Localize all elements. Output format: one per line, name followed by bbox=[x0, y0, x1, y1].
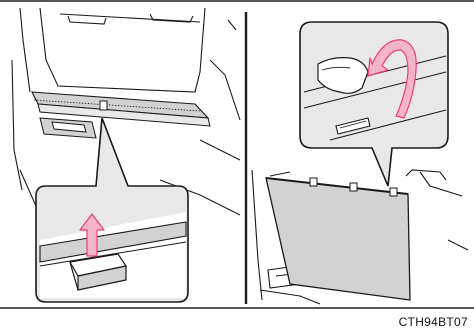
left-door-handle bbox=[40, 118, 96, 138]
right-sunshade bbox=[266, 178, 410, 300]
right-callout-bubble bbox=[300, 22, 448, 186]
left-callout-bubble bbox=[36, 118, 188, 302]
figure-code-label: CTH94BT07 bbox=[399, 315, 468, 329]
